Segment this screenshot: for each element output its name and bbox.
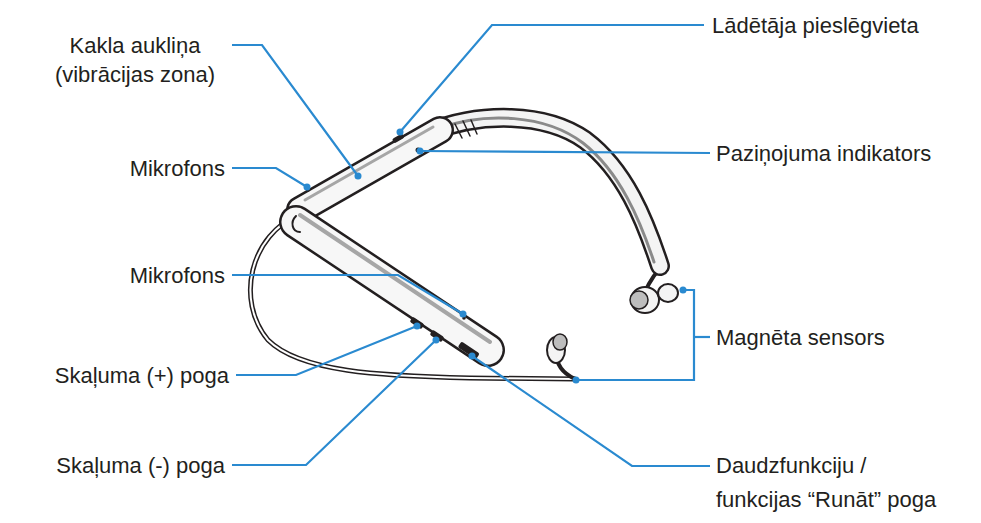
arm-upper-fill <box>300 130 440 210</box>
leader-line <box>232 275 463 314</box>
part-label: Mikrofons <box>130 261 225 290</box>
earbud-left <box>547 334 567 363</box>
part-label: Mikrofons <box>130 154 225 183</box>
arm-lower <box>296 222 488 350</box>
headset <box>250 118 678 379</box>
band-joint <box>455 120 477 138</box>
band-back <box>430 118 660 266</box>
leader-dots <box>304 129 687 384</box>
cable-inner <box>250 214 575 379</box>
leader-lines <box>232 25 710 466</box>
multifunction-button <box>458 341 480 359</box>
arm-upper <box>300 130 440 210</box>
leader-line <box>232 168 307 187</box>
part-label: Kakla aukliņa (vibrācijas zona) <box>40 31 230 89</box>
part-label: Lādētāja pieslēgvieta <box>712 11 919 40</box>
arm-upper-edge <box>305 127 433 200</box>
leader-line <box>232 340 436 465</box>
leader-line <box>420 151 710 153</box>
leader-line <box>472 356 710 466</box>
arm-lower-edge <box>300 215 490 342</box>
leader-bracket <box>576 290 694 380</box>
arm-lower-fill <box>296 222 488 350</box>
band-back-fill <box>430 118 660 266</box>
band-back-stripe <box>440 118 654 262</box>
part-label: Skaļuma (+) poga <box>55 361 229 390</box>
arm-joint <box>293 216 300 232</box>
cable <box>250 214 575 379</box>
leader-line <box>400 25 704 132</box>
leader-line <box>236 326 417 375</box>
part-label: Daudzfunkciju / funkcijas “Runāt” poga <box>716 449 948 517</box>
part-label: Paziņojuma indikators <box>716 139 931 168</box>
leader-line <box>232 45 358 176</box>
earbud-right <box>630 284 678 313</box>
part-label: Skaļuma (-) poga <box>56 451 225 480</box>
leader-line <box>694 336 710 338</box>
part-label: Magnēta sensors <box>716 323 885 352</box>
